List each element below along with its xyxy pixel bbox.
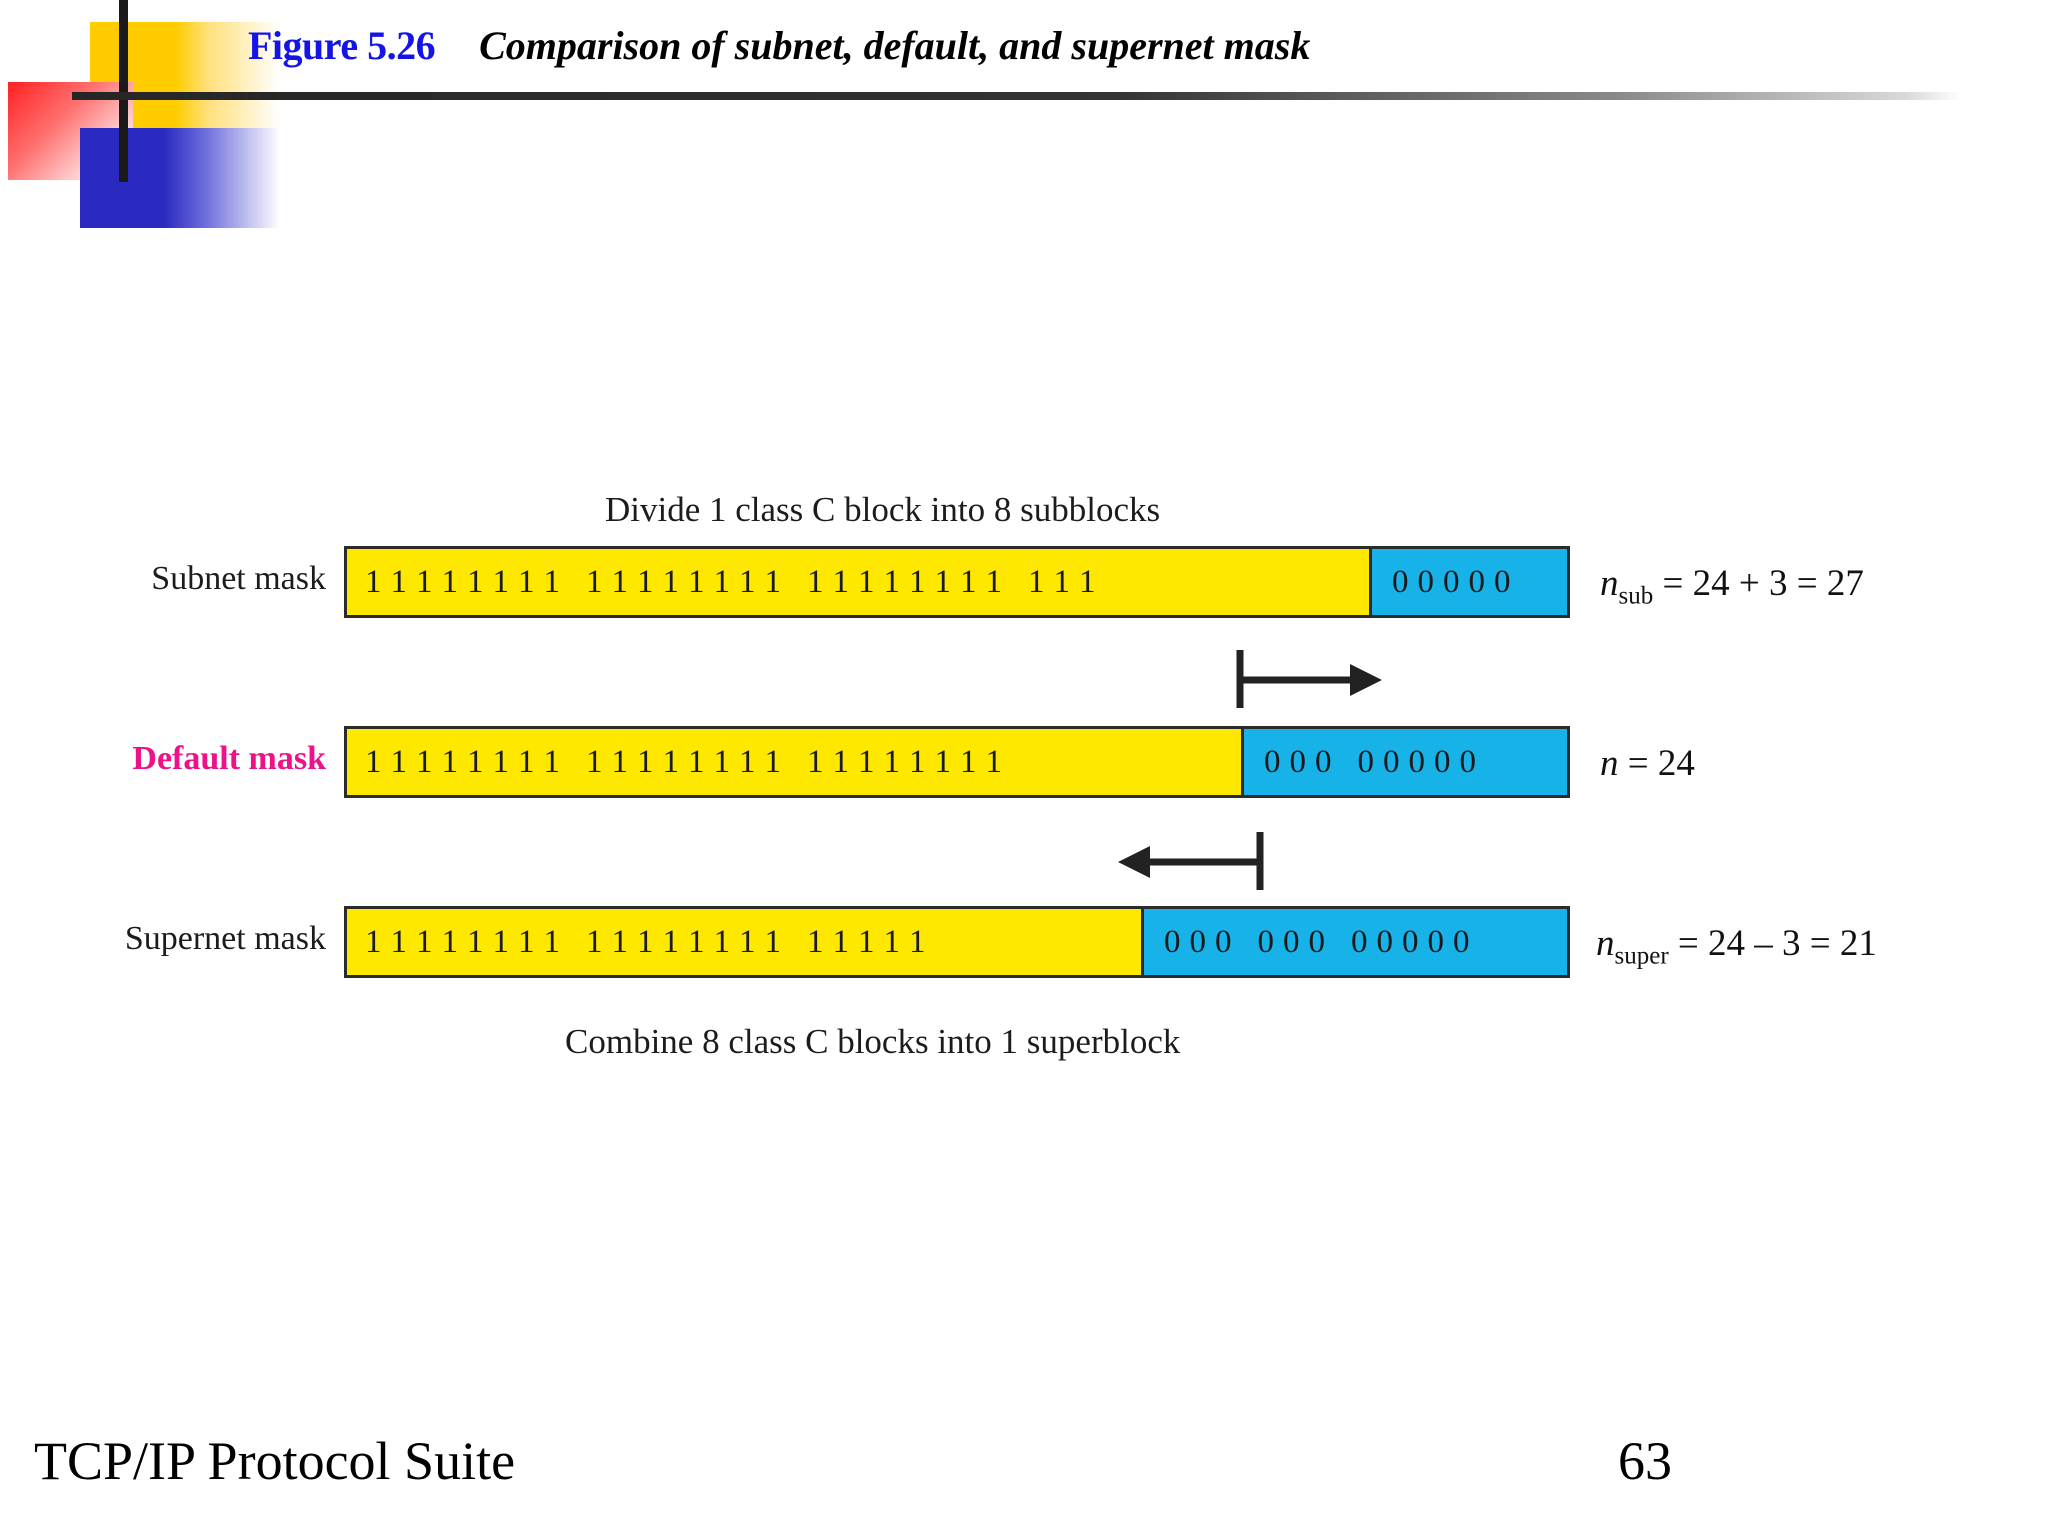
row-label-supernet-mask: Supernet mask [124,920,326,957]
figure-caption: Comparison of subnet, default, and super… [479,23,1311,68]
diagram-bottom-caption: Combine 8 class C blocks into 1 superblo… [565,1022,1181,1061]
subnet-formula-var: n [1600,563,1619,604]
diagram-top-caption: Divide 1 class C block into 8 subblocks [605,490,1161,529]
subnet-shift-arrow [1230,640,1390,725]
supernet-formula-expression: = 24 – 3 = 21 [1677,923,1877,964]
subnet-formula-subscript: sub [1618,582,1654,610]
decoration-blue-square [80,128,280,228]
subnet-formula-expression: = 24 + 3 = 27 [1662,563,1864,604]
supernet-formula-subscript: super [1614,942,1669,970]
decoration-vertical-rule [119,0,128,182]
supernet-formula-var: n [1596,923,1615,964]
figure-number: Figure 5.26 [248,23,436,68]
arrow-right-icon [1236,650,1382,708]
supernet-formula: nsuper = 24 – 3 = 21 [1596,922,1877,970]
row-label-default-mask: Default mask [132,740,326,777]
footer-book-title: TCP/IP Protocol Suite [34,1431,516,1491]
default-formula-var: n [1600,743,1619,784]
arrow-left-icon [1118,832,1264,890]
supernet-shift-arrow [1110,822,1270,907]
default-formula: n = 24 [1600,742,1695,785]
footer-page-number: 63 [1618,1431,1672,1491]
default-formula-expression: = 24 [1627,743,1695,784]
row-label-subnet-mask: Subnet mask [151,560,326,597]
subnet-formula: nsub = 24 + 3 = 27 [1600,562,1864,610]
figure-title: Figure 5.26 Comparison of subnet, default… [248,22,1310,69]
decoration-horizontal-rule [72,92,1962,100]
